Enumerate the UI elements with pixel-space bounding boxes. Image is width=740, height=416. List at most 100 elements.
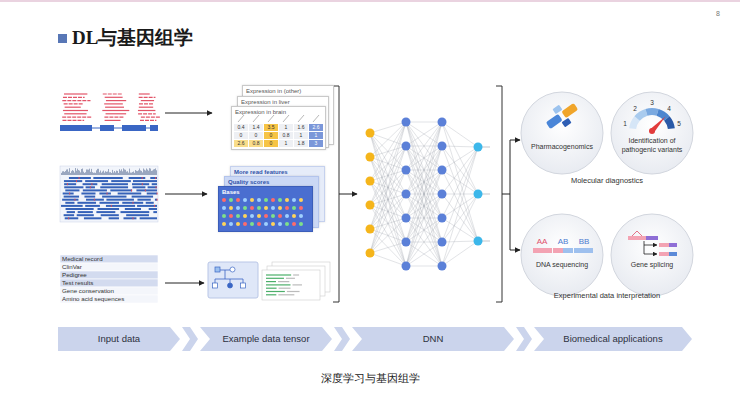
read-alignment-illustration-part	[129, 177, 146, 179]
base-dots-part	[299, 222, 303, 226]
read-alignment-illustration-part	[110, 189, 132, 191]
neural-network-part	[406, 218, 442, 266]
base-dots-part	[222, 198, 226, 202]
input-table-part	[60, 295, 158, 303]
read-alignment-illustration-part	[64, 183, 76, 185]
neural-network-part	[442, 146, 478, 241]
neural-network-part	[366, 153, 375, 162]
read-alignment-illustration-part	[142, 183, 143, 185]
read-alignment-illustration-part	[79, 171, 80, 175]
read-alignment-illustration-part	[63, 171, 64, 175]
neural-network-part	[442, 194, 478, 266]
base-dots-part	[285, 206, 289, 210]
base-dots-part	[285, 214, 289, 218]
read-alignment-illustration-part	[98, 208, 120, 210]
read-alignment-illustration-part	[65, 217, 79, 219]
read-alignment-illustration-part	[93, 177, 122, 179]
read-alignment-illustration-part	[61, 205, 83, 207]
gene-structure-illustration-part	[104, 116, 124, 117]
input-table-part	[60, 287, 158, 295]
genotype-bars	[533, 248, 593, 253]
table-cell: 1	[309, 132, 323, 139]
table-cell: 0	[264, 132, 278, 139]
base-dots-part	[229, 206, 233, 210]
read-alignment-illustration-part	[125, 170, 126, 175]
gauge-icon-part	[629, 116, 640, 129]
read-alignment-illustration-part	[107, 172, 108, 175]
gene-structure-illustration-part	[64, 103, 83, 104]
read-alignment-illustration-part	[122, 202, 143, 204]
read-alignment-illustration-part	[120, 171, 121, 175]
splicing-icon-part	[669, 243, 677, 247]
read-alignment-illustration-part	[133, 180, 157, 182]
read-alignment-illustration-part	[85, 205, 100, 207]
neural-network-part	[438, 166, 447, 175]
genotype-label: AA	[537, 237, 548, 247]
gene-structure-illustration-part	[139, 107, 153, 108]
neural-network-part	[438, 262, 447, 271]
read-alignment-illustration-part	[141, 171, 142, 175]
gauge-number: 5	[677, 120, 681, 128]
pedigree-tensor-illustration-part	[287, 291, 300, 292]
neural-network-part	[366, 129, 375, 138]
neural-network-part	[442, 147, 478, 194]
splicing-icon-part	[644, 245, 657, 246]
neural-network-part	[406, 122, 442, 242]
read-alignment-illustration-part	[131, 173, 132, 175]
table-cell: 1.4	[249, 124, 263, 131]
base-dots-part	[229, 198, 233, 202]
node-label: Example data tensor	[200, 327, 332, 351]
application-circle: Pharmacogenomics	[520, 91, 604, 175]
table-cell: 2.6	[309, 124, 323, 131]
neural-network-part	[438, 118, 447, 127]
base-dots-part	[229, 222, 233, 226]
gene-structure-illustration-part	[103, 93, 123, 94]
read-alignment-illustration-part	[80, 172, 81, 175]
pedigree-tensor-illustration-part	[266, 291, 285, 292]
column-header-ticks-part	[298, 115, 304, 122]
stage-band: Biomedical applications	[534, 327, 692, 351]
gauge-icon-part	[649, 128, 655, 134]
stage-band: DNN	[352, 327, 514, 351]
neural-network-part	[370, 218, 406, 253]
neural-network-part	[442, 241, 478, 266]
neural-network-part	[402, 142, 411, 151]
read-alignment-illustration-part	[92, 172, 93, 175]
base-dots-part	[236, 214, 240, 218]
read-alignment-illustration-part	[64, 172, 65, 175]
bracket-lead	[502, 140, 510, 250]
read-alignment-illustration-part	[86, 186, 95, 188]
read-alignment-illustration-part	[157, 193, 158, 195]
gene-structure-illustration-part	[105, 120, 121, 121]
circle-outline-part	[611, 92, 693, 174]
table-cell: 0	[264, 140, 278, 147]
base-dots-part	[250, 222, 254, 226]
read-alignment-illustration-part	[64, 196, 79, 198]
base-dots-part	[271, 206, 275, 210]
read-alignment-illustration-part	[152, 183, 157, 185]
table-cell: 0	[234, 132, 248, 139]
column-header-ticks-part	[283, 115, 289, 122]
read-alignment-illustration-part	[122, 171, 123, 175]
node-label: Expression in (other)	[243, 86, 333, 96]
input-table-part	[60, 271, 158, 279]
read-alignment-illustration-part	[112, 170, 113, 175]
read-alignment-illustration-part	[118, 173, 119, 175]
base-dots-part	[278, 222, 282, 226]
gauge-icon-part	[650, 116, 665, 132]
node-label: DNN	[352, 327, 514, 351]
neural-network-part	[442, 146, 478, 147]
neural-network-part	[406, 122, 442, 218]
splicing-icon-part	[644, 241, 645, 254]
read-alignment-illustration-part	[81, 169, 82, 175]
flow-arrow	[339, 194, 357, 195]
column-header-ticks-part	[238, 115, 244, 122]
neural-network-part	[366, 177, 375, 186]
pedigree-tensor-illustration-part	[293, 274, 299, 275]
read-alignment-illustration-part	[132, 183, 149, 185]
read-alignment-illustration-part	[62, 171, 63, 175]
chevron-shape-part	[200, 327, 332, 351]
read-alignment-illustration-part	[137, 199, 150, 201]
neural-network-part	[438, 214, 447, 223]
